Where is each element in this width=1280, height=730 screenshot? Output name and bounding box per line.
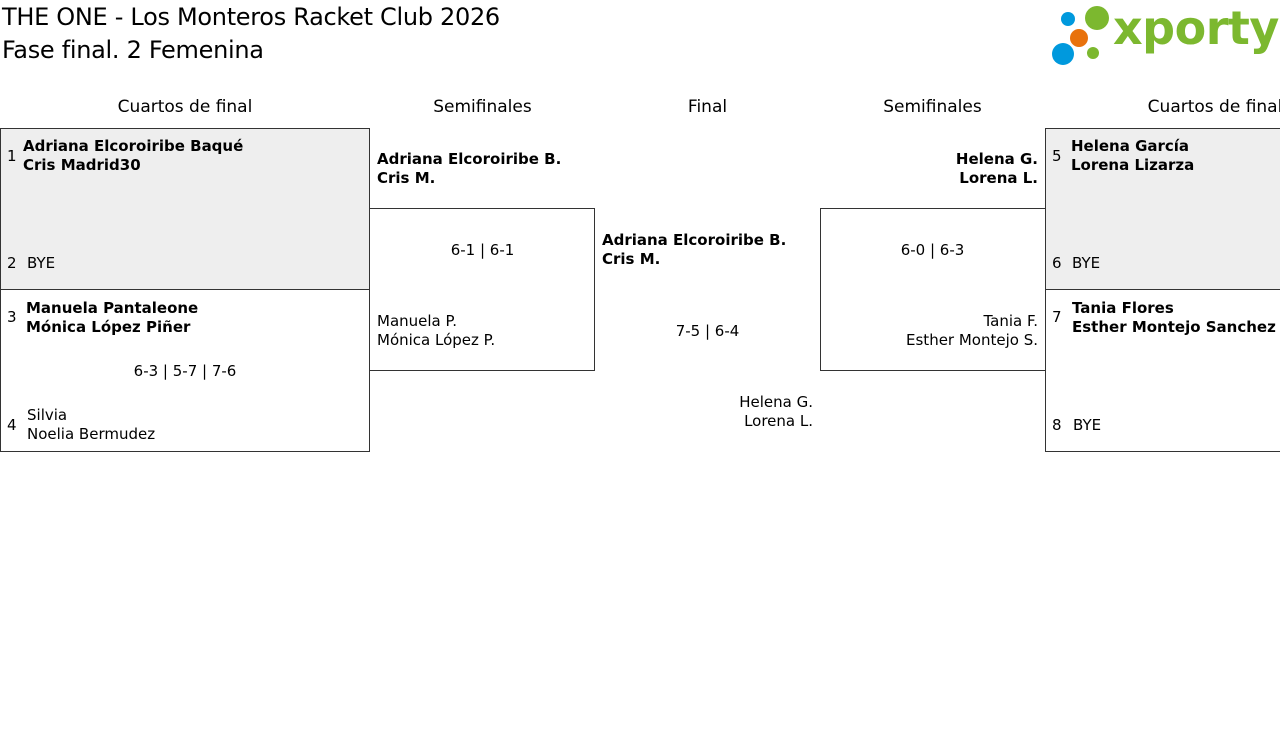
round-header-left-quarters: Cuartos de final bbox=[117, 97, 253, 117]
seed-number: 6 bbox=[1052, 254, 1062, 272]
logo-wordmark: xporty bbox=[1113, 1, 1279, 55]
player-name: Lorena L. bbox=[744, 412, 813, 430]
player-name: Lorena L. bbox=[959, 169, 1038, 187]
player-name: Helena García bbox=[1071, 137, 1190, 155]
xporty-logo[interactable]: xporty bbox=[1050, 1, 1279, 65]
player-name: Noelia Bermudez bbox=[27, 425, 156, 443]
seed-number: 4 bbox=[7, 416, 17, 434]
bye-label: BYE bbox=[27, 254, 56, 272]
quarterfinal-match-4[interactable] bbox=[1045, 289, 1280, 452]
match-score: 6-1 | 6-1 bbox=[450, 241, 515, 259]
player-name: Adriana Elcoroiribe B. bbox=[377, 150, 562, 168]
quarterfinal-match-1[interactable] bbox=[0, 128, 370, 290]
player-name: Tania F. bbox=[983, 312, 1039, 330]
seed-number: 1 bbox=[7, 147, 17, 165]
player-name: Adriana Elcoroiribe Baqué bbox=[23, 137, 244, 155]
player-name: Mónica López Piñer bbox=[26, 318, 191, 336]
player-name: Cris M. bbox=[602, 250, 661, 268]
seed-number: 2 bbox=[7, 254, 17, 272]
round-header-right-quarters: Cuartos de final bbox=[1147, 97, 1280, 117]
player-name: Esther Montejo Sanchez bbox=[1072, 318, 1276, 336]
seed-number: 3 bbox=[7, 308, 17, 326]
player-name: Manuela Pantaleone bbox=[26, 299, 199, 317]
page-title: THE ONE - Los Monteros Racket Club 2026 bbox=[2, 3, 500, 31]
final-score: 7-5 | 6-4 bbox=[675, 322, 740, 340]
match-score: 6-3 | 5-7 | 7-6 bbox=[133, 362, 237, 380]
logo-dot-blue-large bbox=[1052, 43, 1074, 65]
player-name: Helena G. bbox=[955, 150, 1038, 168]
player-name: Manuela P. bbox=[377, 312, 457, 330]
player-name: Esther Montejo S. bbox=[906, 331, 1038, 349]
round-header-final: Final bbox=[687, 97, 728, 117]
match-score: 6-0 | 6-3 bbox=[900, 241, 965, 259]
round-header-right-semis: Semifinales bbox=[883, 97, 982, 117]
player-name: Tania Flores bbox=[1072, 299, 1174, 317]
bye-label: BYE bbox=[1073, 416, 1102, 434]
bye-label: BYE bbox=[1072, 254, 1101, 272]
logo-dot-green-small bbox=[1085, 6, 1109, 30]
player-name: Cris Madrid30 bbox=[23, 156, 141, 174]
logo-dot-orange bbox=[1070, 29, 1088, 47]
logo-dot-blue-small bbox=[1061, 12, 1075, 26]
player-name: Adriana Elcoroiribe B. bbox=[602, 231, 787, 249]
seed-number: 7 bbox=[1052, 308, 1062, 326]
logo-dot-green-tiny bbox=[1087, 47, 1099, 59]
seed-number: 5 bbox=[1052, 147, 1062, 165]
round-header-left-semis: Semifinales bbox=[433, 97, 532, 117]
player-name: Mónica López P. bbox=[377, 331, 496, 349]
player-name: Cris M. bbox=[377, 169, 436, 187]
player-name: Lorena Lizarza bbox=[1071, 156, 1195, 174]
quarterfinal-match-3[interactable] bbox=[1045, 128, 1280, 290]
semifinal-match-left[interactable] bbox=[369, 208, 595, 371]
seed-number: 8 bbox=[1052, 416, 1062, 434]
player-name: Silvia bbox=[27, 406, 68, 424]
page-subtitle: Fase final. 2 Femenina bbox=[2, 36, 264, 64]
player-name: Helena G. bbox=[739, 393, 813, 411]
